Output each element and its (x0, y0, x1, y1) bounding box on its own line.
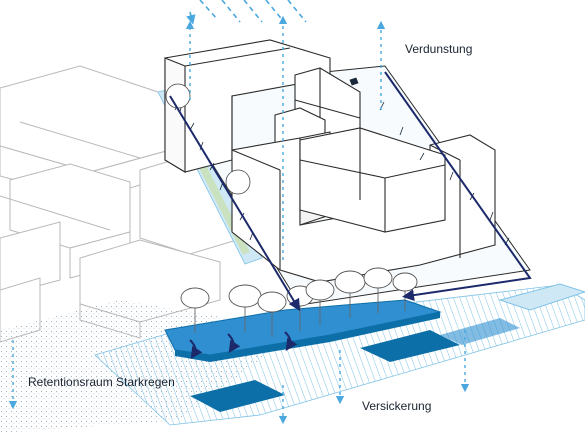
up-dashed-arrow-icon (185, 15, 386, 260)
vegetation-strip (165, 77, 510, 246)
label-verdunstung: Verdunstung (405, 42, 473, 56)
label-versickerung: Versickerung (362, 399, 432, 413)
label-retention-heavy-rain: Retentionsraum Starkregen (28, 375, 175, 389)
infiltration-pit (440, 318, 520, 345)
infiltration-ground (94, 283, 585, 426)
runoff-arrow-icon (169, 71, 532, 359)
rain-arrows-icon (186, 0, 307, 25)
infiltration-pit (190, 380, 285, 412)
down-dashed-arrow-icon (8, 330, 470, 425)
main-buildings (164, 39, 496, 283)
infiltration-pit (360, 330, 460, 362)
infiltration-pit (498, 283, 585, 311)
